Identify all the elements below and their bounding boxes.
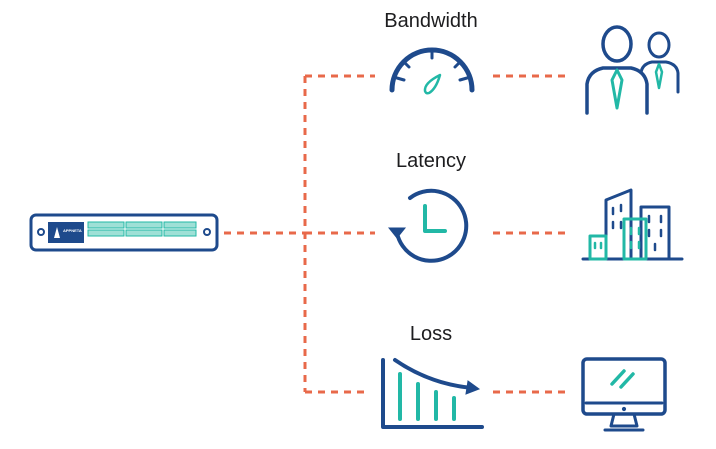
connector-lines (224, 74, 568, 394)
device-brand-text: APPNETA (63, 228, 82, 233)
declining-bar-chart-icon (381, 358, 484, 429)
desktop-monitor-icon (581, 357, 667, 432)
loss-label: Loss (410, 323, 452, 345)
network-appliance-icon: APPNETA (29, 213, 219, 252)
latency-label: Latency (396, 150, 466, 172)
business-users-icon (585, 25, 680, 115)
speedometer-icon (389, 47, 475, 95)
clock-icon (387, 188, 469, 263)
bandwidth-label: Bandwidth (384, 10, 477, 32)
office-buildings-icon (581, 188, 684, 261)
